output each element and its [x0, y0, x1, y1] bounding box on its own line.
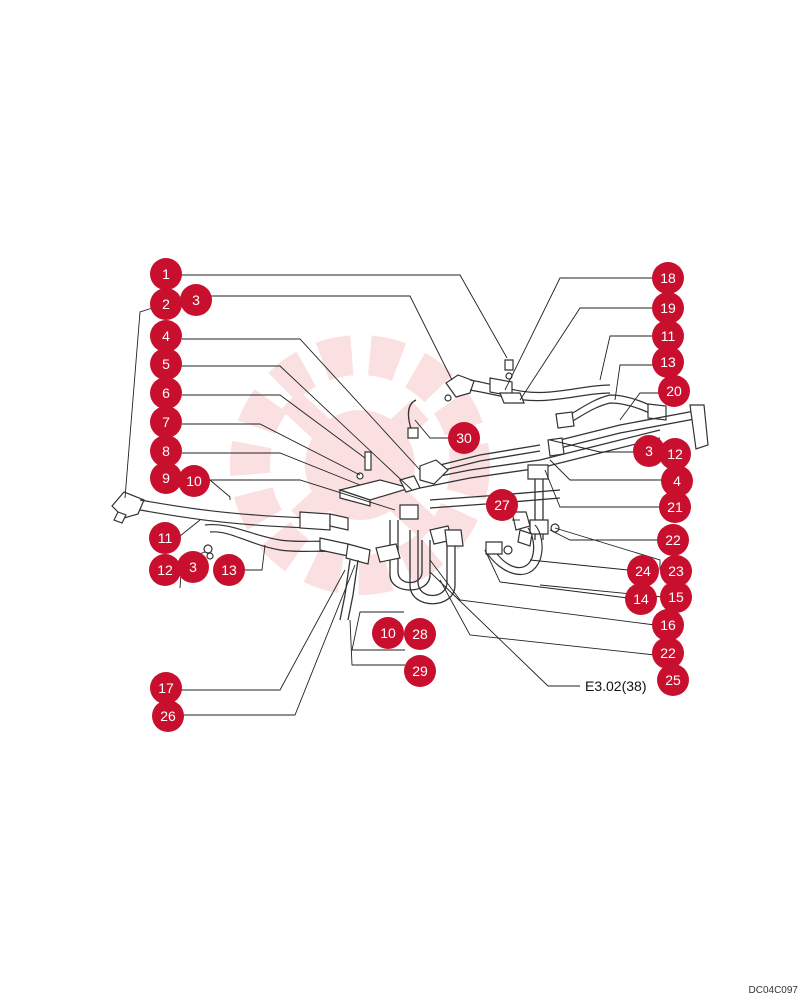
- callout-27: 27: [486, 489, 518, 521]
- svg-text:3: 3: [645, 443, 653, 459]
- drawing-code: DC04C097: [748, 985, 798, 996]
- svg-text:3: 3: [189, 559, 197, 575]
- callout-5: 5: [150, 348, 182, 380]
- reference-label: E3.02(38): [585, 678, 646, 694]
- callout-1: 1: [150, 258, 182, 290]
- callout-29: 29: [404, 655, 436, 687]
- svg-text:23: 23: [668, 563, 684, 579]
- svg-text:13: 13: [660, 354, 676, 370]
- svg-text:10: 10: [186, 473, 202, 489]
- svg-text:26: 26: [160, 708, 176, 724]
- leader-lines: [124, 274, 663, 716]
- callout-7: 7: [150, 406, 182, 438]
- callout-26: 26: [152, 700, 184, 732]
- callout-28: 28: [404, 618, 436, 650]
- callout-23: 23: [660, 555, 692, 587]
- callout-10: 10: [178, 465, 210, 497]
- svg-text:11: 11: [158, 530, 173, 546]
- svg-text:16: 16: [660, 617, 676, 633]
- callout-25: 25: [657, 664, 689, 696]
- svg-text:9: 9: [162, 470, 170, 486]
- callout-12b: 12: [659, 438, 691, 470]
- callout-17: 17: [150, 672, 182, 704]
- svg-text:12: 12: [157, 562, 173, 578]
- callout-11b: 11: [652, 320, 684, 352]
- svg-text:15: 15: [668, 589, 684, 605]
- svg-text:22: 22: [660, 645, 676, 661]
- callout-2: 2: [150, 288, 182, 320]
- svg-text:25: 25: [665, 672, 681, 688]
- svg-text:11: 11: [661, 328, 676, 344]
- svg-text:22: 22: [665, 532, 681, 548]
- callout-20: 20: [658, 375, 690, 407]
- callout-3: 3: [180, 284, 212, 316]
- svg-text:7: 7: [162, 414, 170, 430]
- callout-22: 22: [657, 524, 689, 556]
- callout-13b: 13: [652, 346, 684, 378]
- callout-4: 4: [150, 320, 182, 352]
- callout-14: 14: [625, 583, 657, 615]
- svg-text:8: 8: [162, 443, 170, 459]
- callout-22b: 22: [652, 637, 684, 669]
- svg-text:18: 18: [660, 270, 676, 286]
- callout-16: 16: [652, 609, 684, 641]
- callout-18: 18: [652, 262, 684, 294]
- callout-12: 12: [149, 554, 181, 586]
- svg-text:4: 4: [673, 473, 681, 489]
- callout-6: 6: [150, 377, 182, 409]
- callout-21: 21: [659, 491, 691, 523]
- svg-text:30: 30: [456, 430, 472, 446]
- svg-text:19: 19: [660, 300, 676, 316]
- svg-text:6: 6: [162, 385, 170, 401]
- callout-24: 24: [627, 555, 659, 587]
- svg-text:28: 28: [412, 626, 428, 642]
- callout-4b: 4: [661, 465, 693, 497]
- callout-8: 8: [150, 435, 182, 467]
- callout-9: 9: [150, 462, 182, 494]
- callout-10b: 10: [372, 617, 404, 649]
- callout-15: 15: [660, 581, 692, 613]
- svg-text:27: 27: [494, 497, 510, 513]
- svg-text:5: 5: [162, 356, 170, 372]
- svg-text:3: 3: [192, 292, 200, 308]
- callout-13: 13: [213, 554, 245, 586]
- svg-text:13: 13: [221, 562, 237, 578]
- svg-text:14: 14: [633, 591, 649, 607]
- callout-11: 11: [149, 522, 181, 554]
- callouts: 1 2 3 4 5 6 7 8 9 10 11 12 3 13 17 26 10…: [149, 258, 693, 732]
- pipe-assembly: [111, 359, 709, 621]
- svg-text:4: 4: [162, 328, 170, 344]
- callout-30: 30: [448, 422, 480, 454]
- svg-text:12: 12: [667, 446, 683, 462]
- callout-3c: 3: [633, 435, 665, 467]
- svg-text:2: 2: [162, 296, 170, 312]
- callout-19: 19: [652, 292, 684, 324]
- svg-text:20: 20: [666, 383, 682, 399]
- svg-text:1: 1: [162, 266, 170, 282]
- svg-text:24: 24: [635, 563, 651, 579]
- callout-3b: 3: [177, 551, 209, 583]
- svg-text:29: 29: [412, 663, 428, 679]
- svg-text:10: 10: [380, 625, 396, 641]
- svg-text:17: 17: [158, 680, 174, 696]
- svg-text:21: 21: [667, 499, 683, 515]
